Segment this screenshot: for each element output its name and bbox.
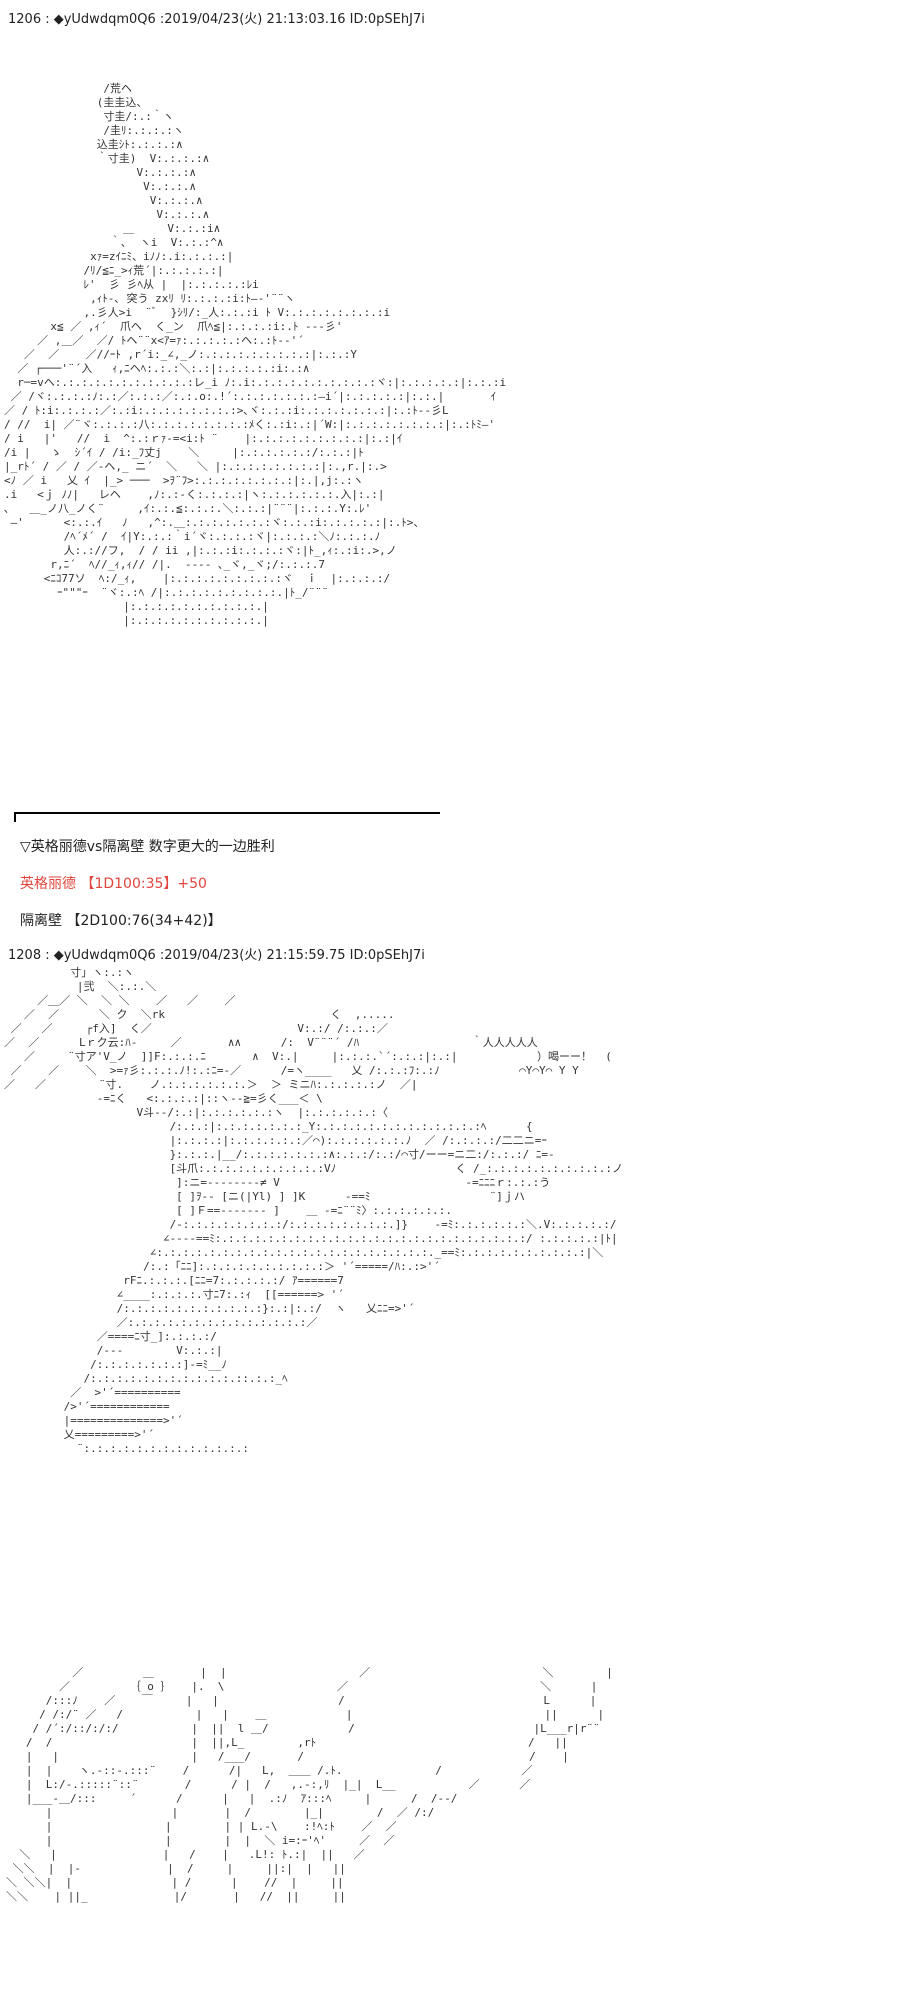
section-divider-tick: [14, 812, 16, 822]
ascii-art-battle: 寸」ヽ:.:ヽ |弐 ＼:.:.＼ ／＿／ ＼ ＼ ＼ ／ ／ ／ ／ ／ ＼ …: [4, 966, 624, 1455]
post-header-1208: 1208 : ◆yUdwdqm0Q6 :2019/04/23(火) 21:15:…: [8, 948, 425, 963]
section-divider-line: [14, 812, 440, 814]
battle-title: ▽英格丽德vs隔离壁 数字更大的一边胜利: [20, 839, 275, 855]
roll-result-wall: 隔离壁 【2D100:76(34+42)】: [20, 913, 222, 929]
ascii-art-ingrid: /荒ヘ (圭圭込、 寸圭/:.:｀ヽ /圭ﾘ:.:.:.:ヽ 込圭ｼﾄ:.:.:…: [4, 82, 507, 627]
roll-result-ingrid: 英格丽德 【1D100:35】+50: [20, 876, 207, 892]
post-header-1206: 1206 : ◆yUdwdqm0Q6 :2019/04/23(火) 21:13:…: [8, 12, 425, 27]
ascii-art-bottom: ／ ＿ | | ／ ＼ | ／ ｛ o ｝ |. \ ／ ＼ | /:::ﾉ ／…: [6, 1666, 613, 1903]
